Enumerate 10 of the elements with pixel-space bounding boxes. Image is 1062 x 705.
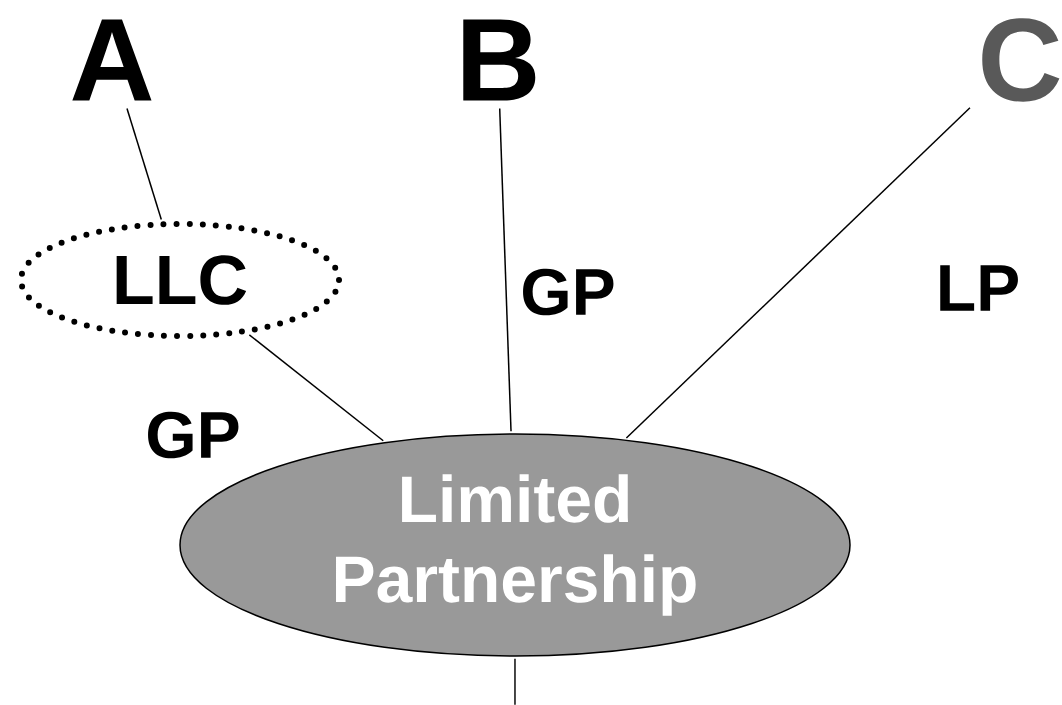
edge-label: GP: [519, 267, 617, 317]
connector-line: [498, 107, 512, 432]
connector-line: [514, 658, 516, 705]
letter-label: A: [72, 19, 152, 101]
letter-label: B: [463, 19, 536, 101]
letter-label: C: [982, 18, 1060, 102]
connector-line: [625, 107, 971, 439]
connector-line: [126, 107, 163, 221]
connector-line: [248, 334, 384, 442]
edge-label: LP: [934, 264, 1022, 312]
